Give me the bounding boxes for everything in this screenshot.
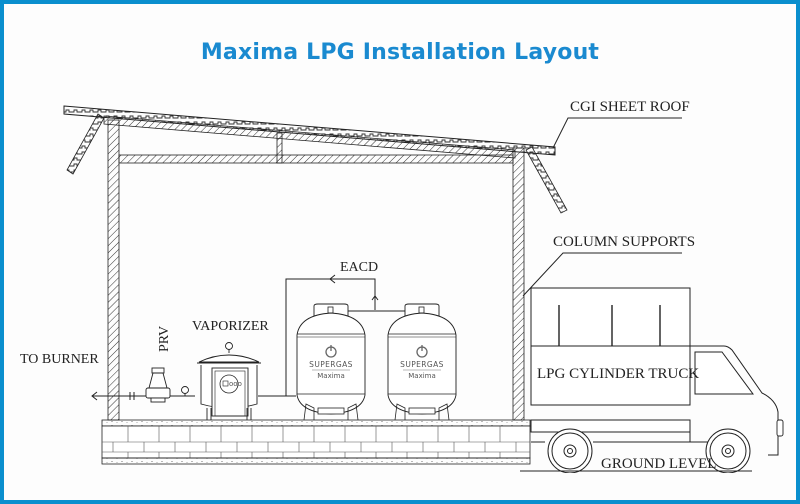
truck-wheel-front (705, 428, 751, 474)
vaporizer-logo-icon (219, 374, 239, 394)
flow-arrow-up-icon (371, 295, 379, 301)
roof-label: CGI SHEET ROOF (570, 99, 690, 115)
prv-label: PRV (157, 326, 172, 352)
prv-regulator (145, 367, 189, 403)
tank-brand: SUPERGAS (400, 360, 444, 369)
lpg-cylinder-truck (530, 287, 784, 476)
vaporizer-badge-text: ooo (229, 380, 242, 388)
vaporizer-label: VAPORIZER (192, 319, 269, 334)
lpg-tank-1: SUPERGAS Maxima (296, 303, 366, 421)
truck-label: LPG CYLINDER TRUCK (537, 366, 699, 382)
diagram-title: Maxima LPG Installation Layout (200, 40, 600, 65)
foundation-plinth (101, 419, 531, 465)
column-right (512, 147, 525, 421)
column-supports-label: COLUMN SUPPORTS (553, 234, 695, 250)
truck-wheel-rear (547, 428, 593, 474)
tank-model: Maxima (408, 372, 436, 380)
roof-leader-line (552, 117, 682, 149)
tank-brand: SUPERGAS (309, 360, 353, 369)
pressure-gauge-icon (181, 386, 189, 394)
lpg-tank-2: SUPERGAS Maxima (387, 303, 457, 421)
column-left (107, 119, 120, 421)
to-burner-label: TO BURNER (20, 352, 99, 367)
eacd-label: EACD (340, 260, 378, 275)
center-strut (276, 132, 283, 164)
ground-level-label: GROUND LEVEL (601, 456, 716, 472)
flow-arrow-icon (329, 274, 336, 284)
vaporizer-gauge-icon (225, 342, 233, 350)
tie-beam (118, 154, 514, 164)
cgi-sheet-roof (63, 105, 568, 214)
vaporizer-unit: ooo (197, 342, 261, 420)
column-leader-line (522, 252, 682, 297)
gas-pipeline (91, 274, 420, 401)
tank-model: Maxima (317, 372, 345, 380)
arrow-left-icon (91, 391, 98, 401)
